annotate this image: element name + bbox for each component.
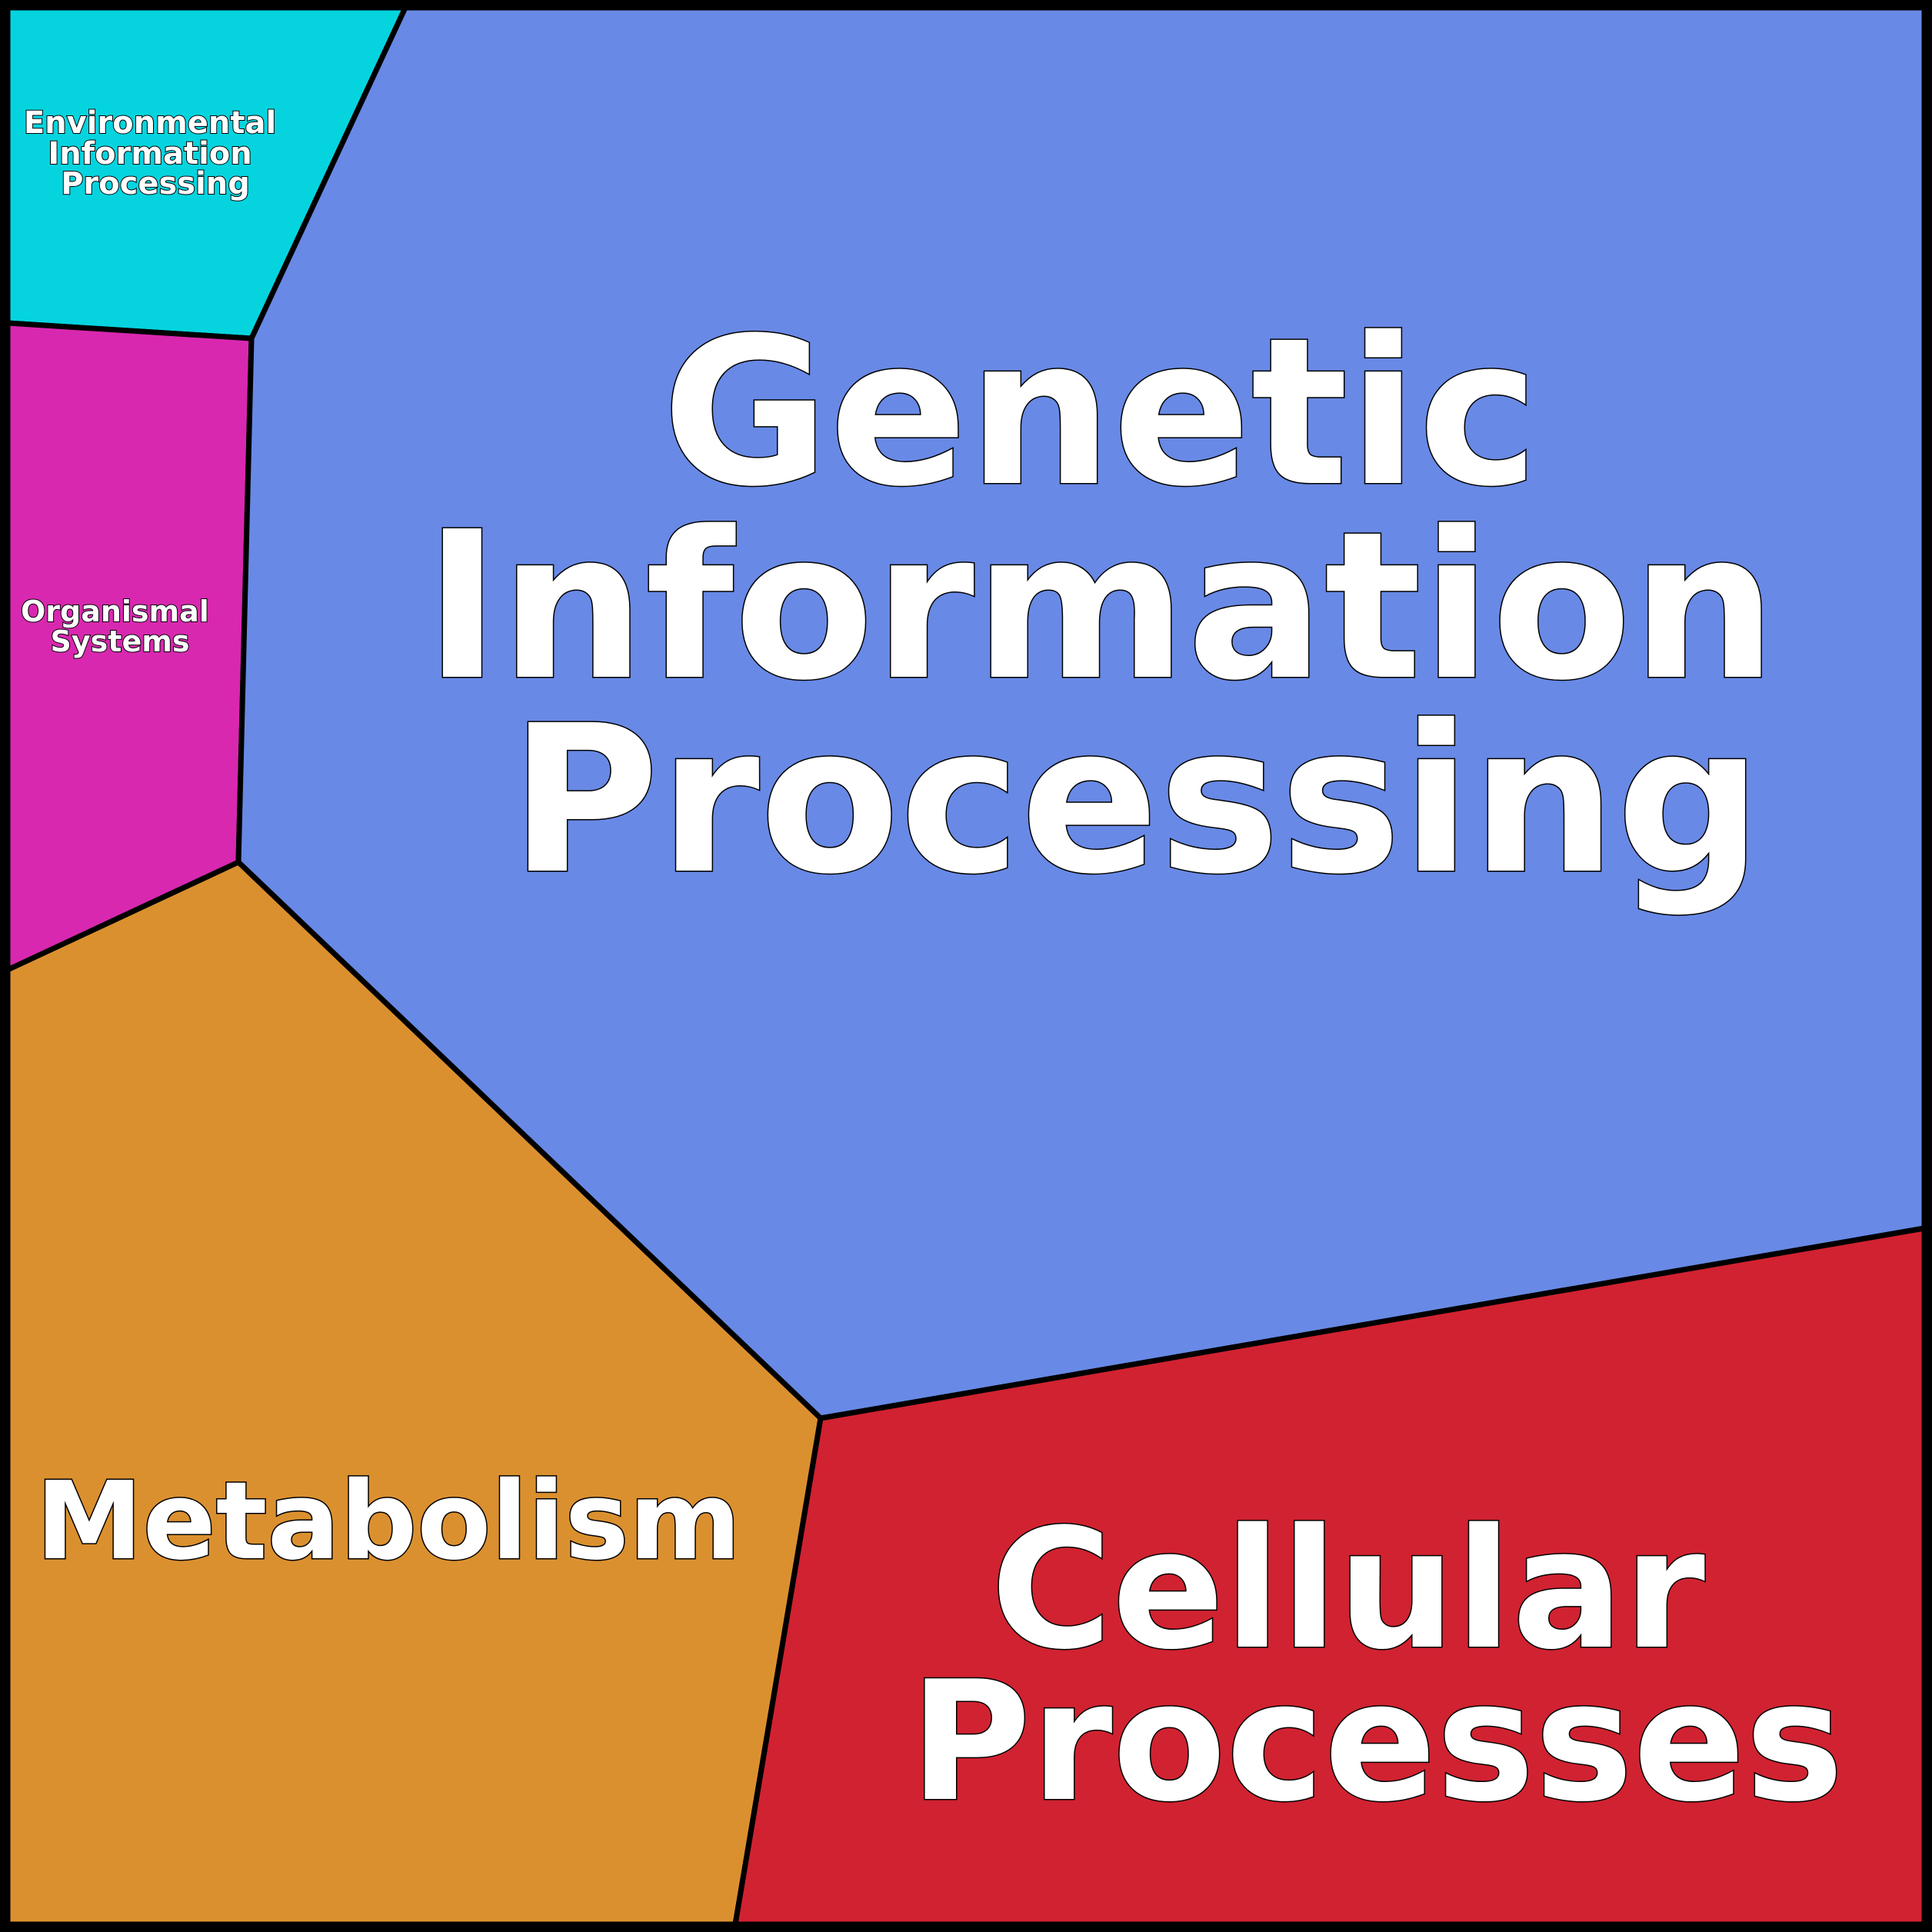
- label-line: Genetic: [662, 295, 1539, 531]
- label-metabolism: Metabolism: [35, 1459, 741, 1584]
- label-genetic-information-processing: Genetic Information Processing: [425, 295, 1848, 919]
- label-line: Information: [48, 136, 251, 172]
- label-line: Processing: [61, 166, 250, 202]
- label-line: Metabolism: [35, 1459, 741, 1584]
- label-line: Processing: [510, 682, 1762, 919]
- label-environmental-information-processing: Environmental Information Processing: [24, 105, 287, 202]
- label-line: Processes: [910, 1645, 1844, 1838]
- label-line: Systems: [51, 625, 190, 658]
- label-line: Organismal: [21, 595, 209, 628]
- label-line: Environmental: [24, 105, 276, 141]
- label-line: Cellular: [991, 1493, 1705, 1686]
- label-organismal-systems: Organismal Systems: [21, 595, 219, 658]
- label-cellular-processes: Cellular Processes: [910, 1493, 1844, 1838]
- label-line: Information: [425, 488, 1777, 725]
